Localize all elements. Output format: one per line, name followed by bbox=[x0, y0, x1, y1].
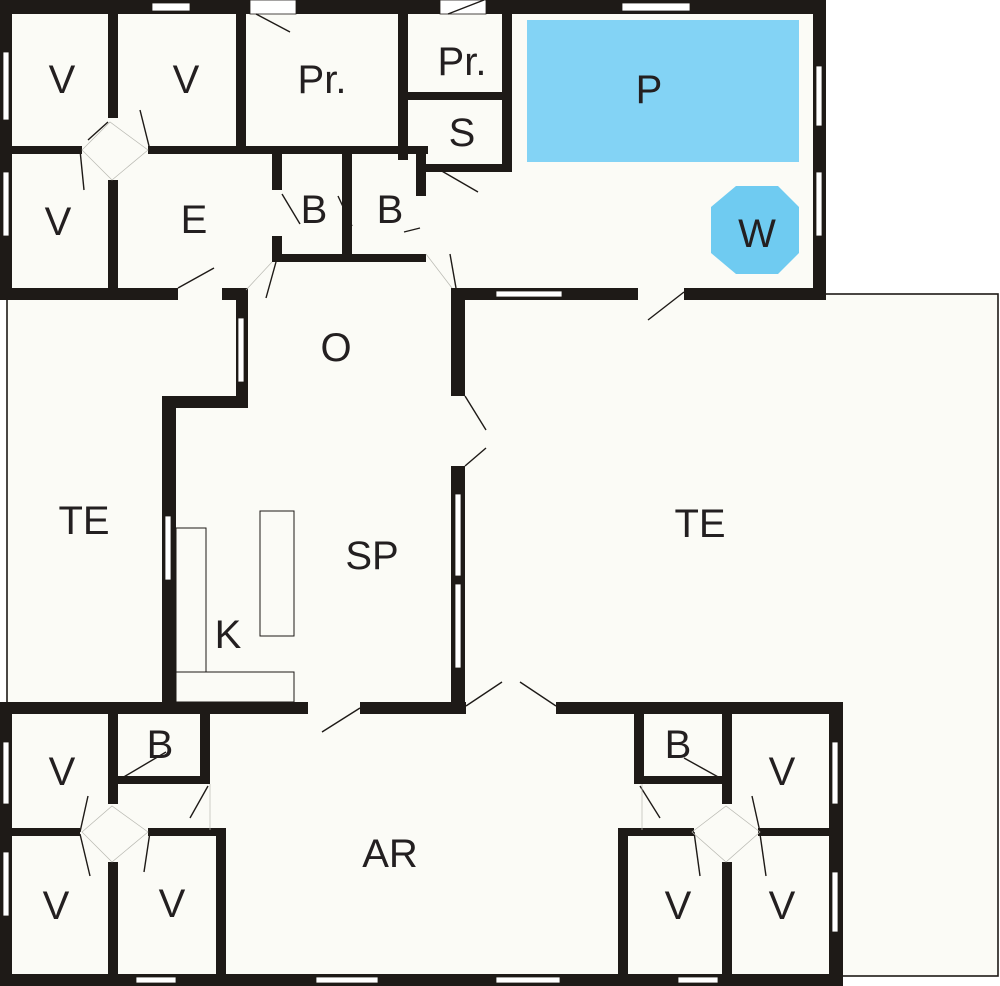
pool bbox=[527, 20, 799, 162]
label-sauna: S bbox=[449, 111, 476, 155]
door-openings bbox=[178, 194, 684, 716]
label-bath-1: B bbox=[301, 188, 328, 232]
whirlpool bbox=[711, 186, 799, 274]
kitchen-counters bbox=[175, 510, 295, 703]
room-labels: V V Pr. Pr. S P V E B B W O TE TE SP K B… bbox=[43, 40, 796, 928]
label-bath-2: B bbox=[377, 188, 404, 232]
label-terrace-west: TE bbox=[58, 499, 109, 543]
interior-walls-south bbox=[0, 702, 842, 982]
label-bedroom-2: V bbox=[173, 58, 200, 102]
label-bedroom-3: V bbox=[45, 200, 72, 244]
label-bedroom-5: V bbox=[769, 750, 796, 794]
label-bedroom-8: V bbox=[665, 884, 692, 928]
label-kitchen: K bbox=[215, 613, 242, 657]
interior-walls-north bbox=[0, 0, 512, 292]
label-whirlpool: W bbox=[738, 212, 776, 256]
label-pool: P bbox=[636, 68, 663, 112]
label-dining: SP bbox=[345, 534, 398, 578]
doors bbox=[79, 0, 767, 877]
label-bath-3: B bbox=[147, 723, 174, 767]
label-bedroom-9: V bbox=[769, 884, 796, 928]
label-storage-1: Pr. bbox=[298, 58, 347, 102]
terrace-west-area bbox=[6, 293, 171, 709]
label-entrance: E bbox=[181, 198, 208, 242]
label-bedroom-6: V bbox=[43, 884, 70, 928]
windows bbox=[2, 0, 839, 984]
label-bath-4: B bbox=[665, 723, 692, 767]
label-hall: O bbox=[320, 326, 351, 370]
label-storage-2: Pr. bbox=[438, 40, 487, 84]
label-bedroom-4: V bbox=[49, 750, 76, 794]
door-swings bbox=[81, 121, 761, 863]
label-living: AR bbox=[362, 832, 418, 876]
label-bedroom-1: V bbox=[49, 58, 76, 102]
label-terrace-east: TE bbox=[674, 502, 725, 546]
label-bedroom-7: V bbox=[159, 882, 186, 926]
